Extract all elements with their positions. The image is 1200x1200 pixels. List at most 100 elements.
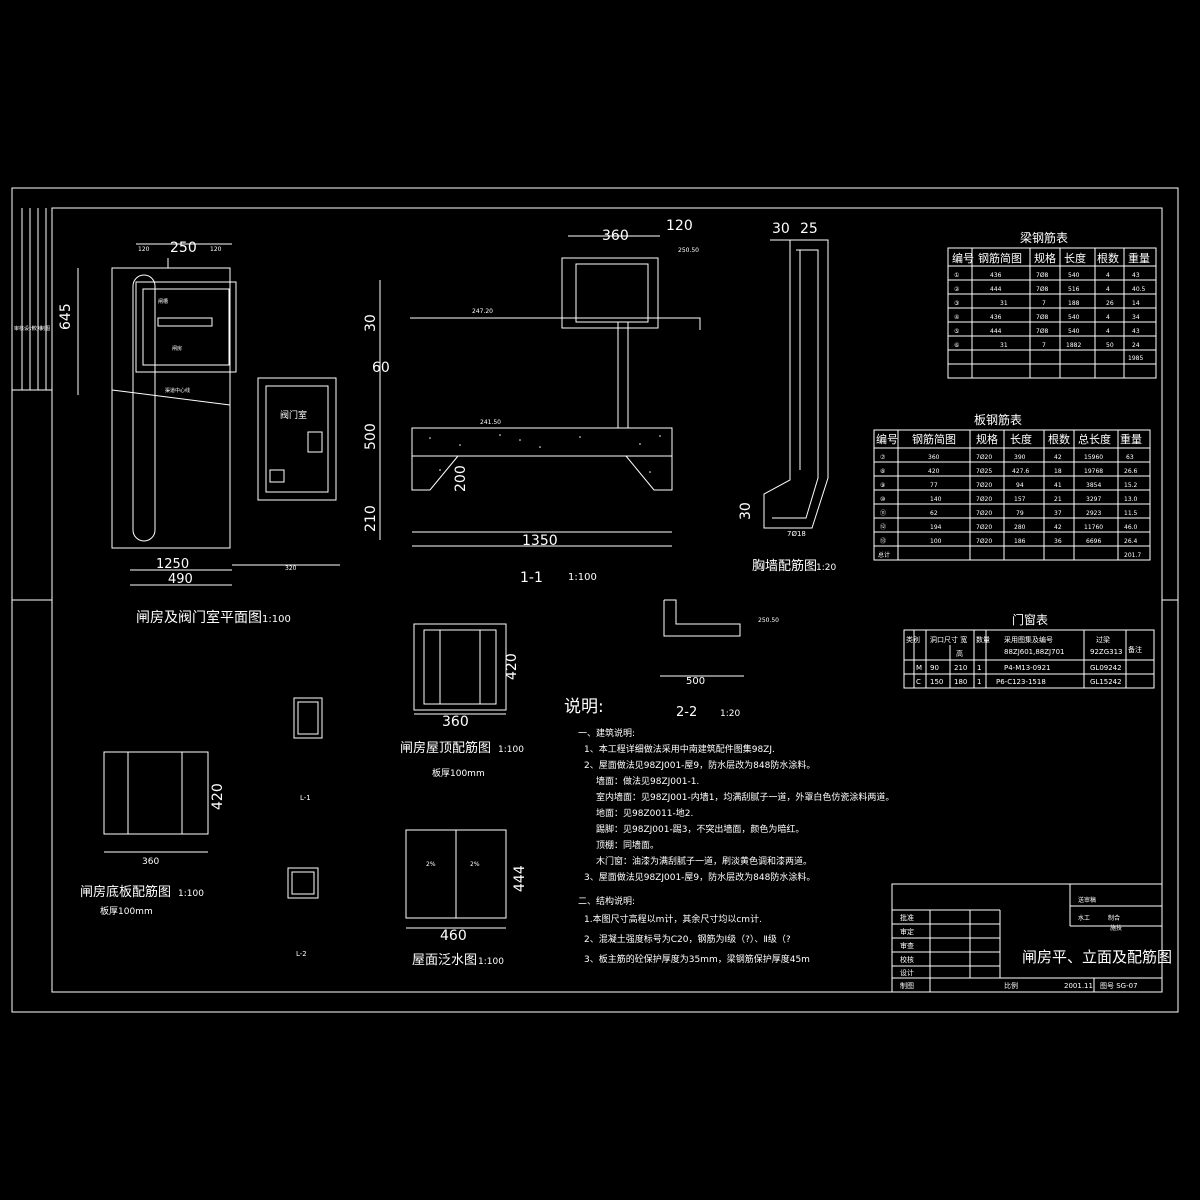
svg-text:490: 490 bbox=[168, 572, 193, 587]
svg-text:247.20: 247.20 bbox=[472, 308, 493, 315]
svg-text:L-2: L-2 bbox=[296, 950, 307, 958]
svg-text:21: 21 bbox=[1054, 496, 1062, 503]
svg-text:436: 436 bbox=[990, 314, 1002, 321]
svg-text:444: 444 bbox=[512, 865, 528, 892]
svg-text:210: 210 bbox=[363, 505, 379, 532]
svg-text:L-1: L-1 bbox=[300, 794, 311, 802]
svg-text:2、屋面做法见98ZJ001-屋9，防水层改为848防水涂料: 2、屋面做法见98ZJ001-屋9，防水层改为848防水涂料。 bbox=[584, 759, 815, 771]
svg-text:钢筋简图: 钢筋简图 bbox=[912, 432, 956, 446]
svg-text:500: 500 bbox=[363, 423, 379, 450]
svg-text:157: 157 bbox=[1014, 496, 1026, 503]
svg-text:42: 42 bbox=[1054, 454, 1062, 461]
svg-text:7Ø18: 7Ø18 bbox=[787, 530, 806, 538]
svg-text:渠道中心线: 渠道中心线 bbox=[165, 387, 190, 394]
svg-text:高: 高 bbox=[956, 649, 963, 658]
svg-text:7Ø20: 7Ø20 bbox=[976, 496, 992, 503]
svg-text:30: 30 bbox=[738, 502, 754, 520]
svg-text:地面：见98Z0011-地2.: 地面：见98Z0011-地2. bbox=[596, 807, 693, 819]
svg-text:⑩: ⑩ bbox=[880, 496, 885, 503]
svg-text:批准: 批准 bbox=[900, 913, 914, 922]
design-notes: 说明: 一、建筑说明: 1、本工程详细做法采用中南建筑配件图集98ZJ. 2、屋… bbox=[564, 697, 894, 965]
svg-text:编号: 编号 bbox=[952, 251, 974, 265]
svg-text:M: M bbox=[916, 664, 922, 672]
svg-text:制合: 制合 bbox=[1108, 914, 1120, 922]
svg-text:34: 34 bbox=[1132, 314, 1140, 321]
svg-text:⑨: ⑨ bbox=[880, 482, 885, 489]
svg-text:GL15242: GL15242 bbox=[1090, 678, 1122, 686]
svg-text:4: 4 bbox=[1106, 272, 1110, 279]
svg-text:186: 186 bbox=[1014, 538, 1026, 545]
svg-text:1250: 1250 bbox=[156, 557, 189, 572]
svg-text:1882: 1882 bbox=[1066, 342, 1081, 349]
svg-text:闸槽: 闸槽 bbox=[158, 298, 168, 305]
drawing-title: 闸房平、立面及配筋图 bbox=[1022, 948, 1172, 966]
floor-rebar: 360 420 闸房底板配筋图 1:100 板厚100mm bbox=[80, 751, 226, 917]
beam-sections: L-1 L-2 bbox=[287, 697, 323, 958]
wall-rebar: 30 25 30 7Ø18 胸墙配筋图 1:20 bbox=[738, 221, 836, 574]
svg-text:室内墙面：见98ZJ001-内墙1，均满刮腻子一道，外罩白色: 室内墙面：见98ZJ001-内墙1，均满刮腻子一道，外罩白色仿瓷涂料两道。 bbox=[596, 791, 894, 803]
svg-text:100: 100 bbox=[930, 538, 942, 545]
svg-text:1: 1 bbox=[977, 664, 981, 672]
svg-text:④: ④ bbox=[954, 314, 959, 321]
svg-text:43: 43 bbox=[1132, 328, 1140, 335]
svg-text:60: 60 bbox=[372, 360, 390, 376]
svg-text:150: 150 bbox=[930, 678, 943, 686]
svg-text:4: 4 bbox=[1106, 328, 1110, 335]
svg-text:90: 90 bbox=[930, 664, 939, 672]
svg-text:审核: 审核 bbox=[14, 325, 24, 332]
svg-text:37: 37 bbox=[1054, 510, 1062, 517]
svg-text:胸墙配筋图: 胸墙配筋图 bbox=[752, 558, 817, 574]
svg-text:备注: 备注 bbox=[1128, 645, 1142, 654]
svg-text:闸房: 闸房 bbox=[172, 345, 182, 352]
svg-text:50: 50 bbox=[1106, 342, 1114, 349]
svg-text:30: 30 bbox=[772, 221, 790, 237]
svg-text:3、屋面做法见98ZJ001-屋9，防水层改为848防水涂料: 3、屋面做法见98ZJ001-屋9，防水层改为848防水涂料。 bbox=[584, 871, 815, 883]
svg-text:1: 1 bbox=[977, 678, 981, 686]
svg-text:踢脚：见98ZJ001-踢3，不突出墙面，颜色为暗红。: 踢脚：见98ZJ001-踢3，不突出墙面，颜色为暗红。 bbox=[596, 823, 804, 835]
svg-text:制图: 制图 bbox=[900, 981, 914, 990]
sheet-number: 图号 SG-07 bbox=[1100, 982, 1138, 990]
svg-text:洞口尺寸 宽: 洞口尺寸 宽 bbox=[930, 635, 967, 644]
svg-text:26.6: 26.6 bbox=[1124, 468, 1138, 475]
svg-text:200: 200 bbox=[453, 465, 469, 492]
roof-drainage: 2% 2% 460 444 屋面泛水图 1:100 bbox=[405, 829, 528, 968]
svg-text:门窗表: 门窗表 bbox=[1012, 612, 1048, 627]
svg-text:15960: 15960 bbox=[1084, 454, 1103, 461]
svg-text:250.50: 250.50 bbox=[758, 617, 779, 624]
svg-text:长度: 长度 bbox=[1010, 432, 1032, 446]
svg-text:3、板主筋的砼保护厚度为35mm，梁钢筋保护厚度45m: 3、板主筋的砼保护厚度为35mm，梁钢筋保护厚度45m bbox=[584, 953, 810, 965]
svg-text:7Ø20: 7Ø20 bbox=[976, 454, 992, 461]
svg-text:14: 14 bbox=[1132, 300, 1140, 307]
svg-text:19768: 19768 bbox=[1084, 468, 1103, 475]
svg-text:2923: 2923 bbox=[1086, 510, 1101, 517]
plan-view: 闸槽 闸房 渠道中心线 阀门室 250 120 120 645 1250 490… bbox=[58, 240, 340, 626]
svg-text:24: 24 bbox=[1132, 342, 1140, 349]
svg-text:规格: 规格 bbox=[1034, 251, 1056, 265]
roof-rebar: 360 420 闸房屋顶配筋图 1:100 板厚100mm bbox=[400, 623, 524, 779]
svg-text:7Ø8: 7Ø8 bbox=[1036, 314, 1049, 321]
svg-text:⑦: ⑦ bbox=[880, 454, 886, 461]
svg-text:427.6: 427.6 bbox=[1012, 468, 1029, 475]
svg-text:1350: 1350 bbox=[522, 533, 558, 549]
svg-text:201.7: 201.7 bbox=[1124, 552, 1141, 559]
svg-text:516: 516 bbox=[1068, 286, 1080, 293]
svg-text:2%: 2% bbox=[470, 861, 480, 868]
svg-text:62: 62 bbox=[930, 510, 938, 517]
svg-text:40.5: 40.5 bbox=[1132, 286, 1146, 293]
svg-text:⑫: ⑫ bbox=[880, 523, 886, 531]
svg-text:C: C bbox=[916, 678, 921, 686]
svg-text:194: 194 bbox=[930, 524, 942, 531]
svg-text:设计: 设计 bbox=[900, 968, 914, 977]
svg-text:7Ø25: 7Ø25 bbox=[976, 468, 992, 475]
svg-text:水工: 水工 bbox=[1078, 914, 1090, 922]
svg-text:制图: 制图 bbox=[40, 325, 50, 332]
svg-text:30: 30 bbox=[363, 314, 379, 332]
svg-text:77: 77 bbox=[930, 482, 938, 489]
svg-text:36: 36 bbox=[1054, 538, 1062, 545]
svg-text:⑪: ⑪ bbox=[880, 509, 886, 517]
svg-text:7Ø20: 7Ø20 bbox=[976, 538, 992, 545]
svg-text:13.0: 13.0 bbox=[1124, 496, 1138, 503]
svg-text:1-1: 1-1 bbox=[520, 570, 543, 586]
svg-text:540: 540 bbox=[1068, 314, 1080, 321]
svg-text:1:20: 1:20 bbox=[816, 563, 836, 573]
